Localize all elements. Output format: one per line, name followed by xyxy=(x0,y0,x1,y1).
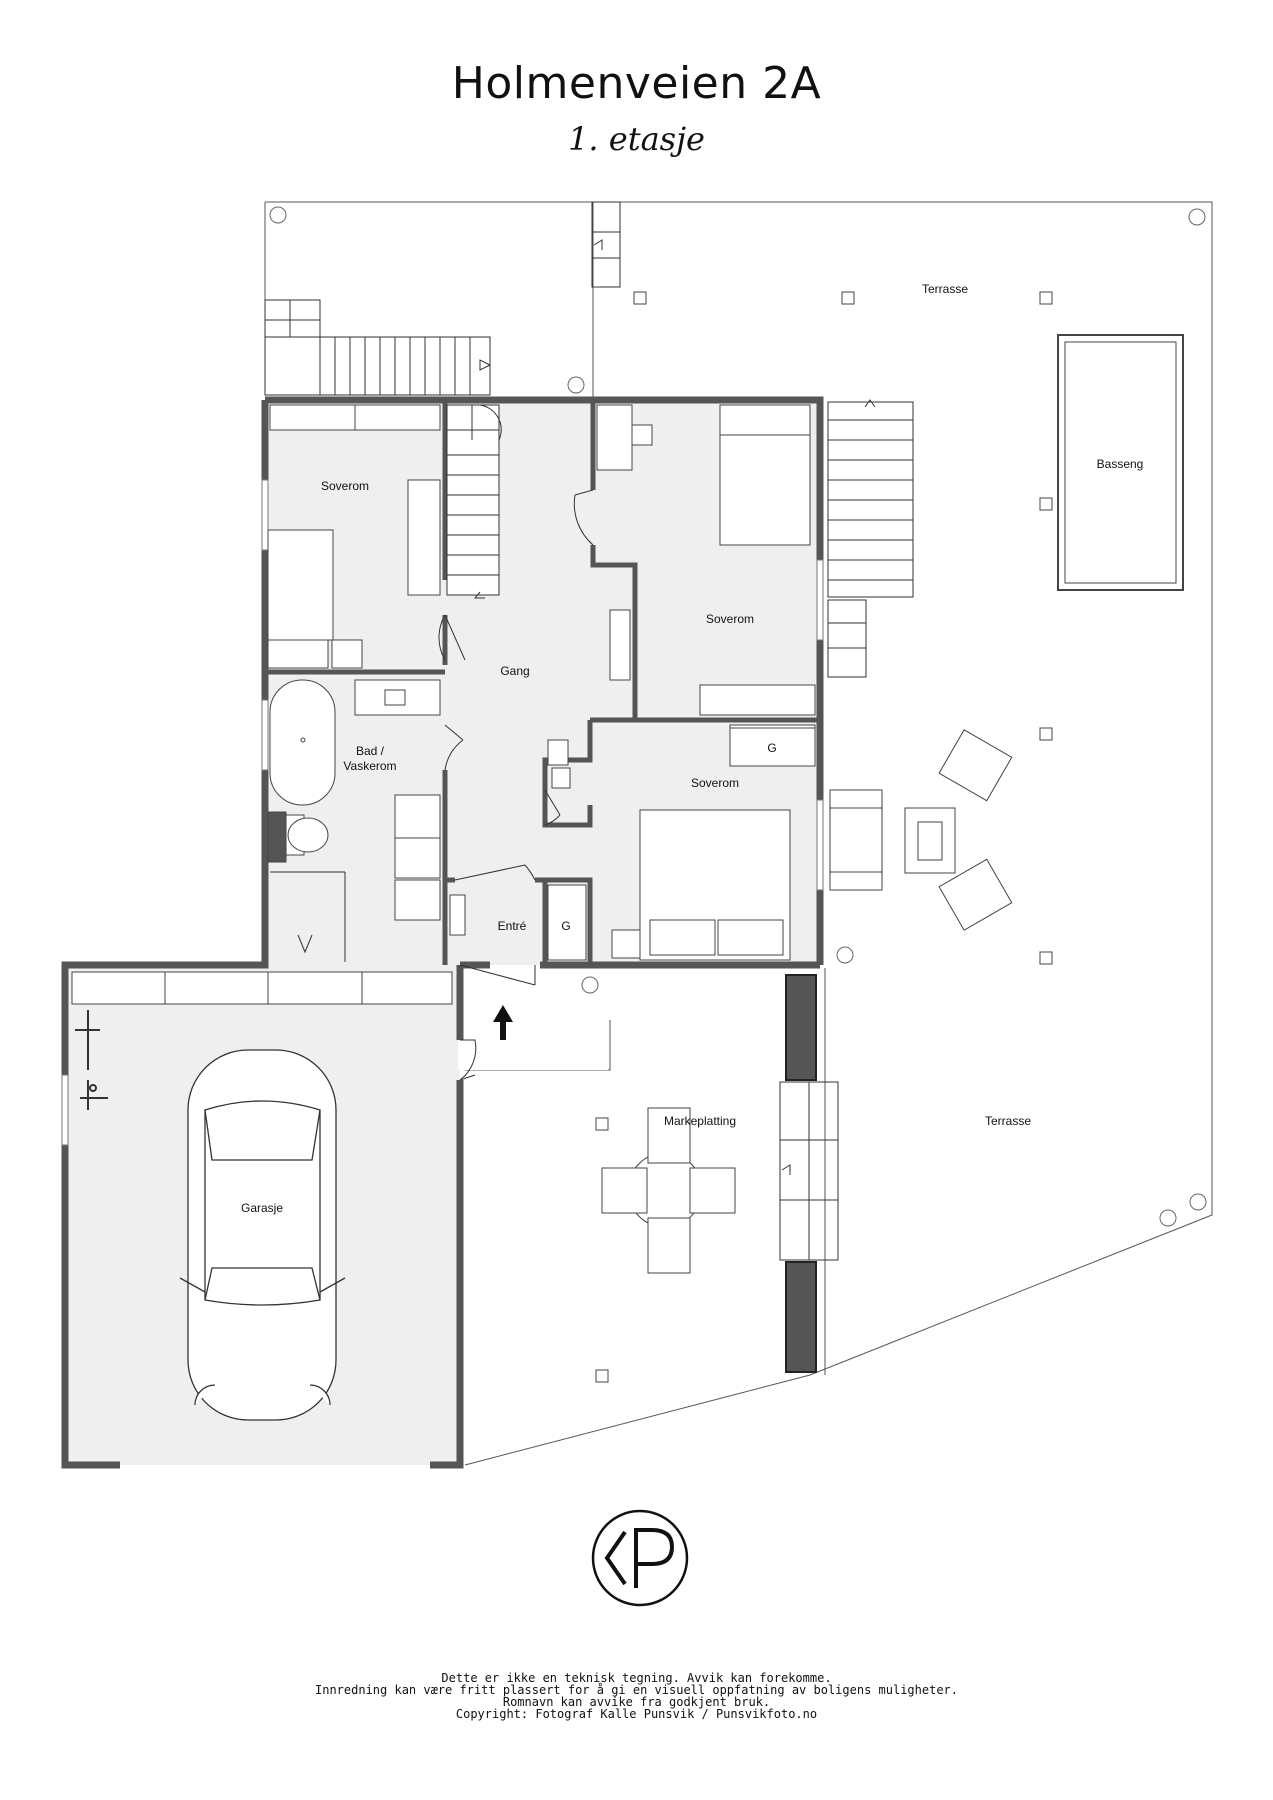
room-label-garderobe-entre: G xyxy=(561,919,570,933)
hedge-icon xyxy=(785,974,817,1373)
room-label-basseng: Basseng xyxy=(1097,457,1144,471)
page-title: Holmenveien 2A xyxy=(451,58,822,109)
room-label-soverom-e: Soverom xyxy=(691,776,739,790)
room-label-markeplatting: Markeplatting xyxy=(664,1114,736,1128)
entrance-arrow-icon xyxy=(493,1005,513,1040)
stairs xyxy=(264,201,914,1261)
room-label-terrasse-n: Terrasse xyxy=(922,282,968,296)
floor-subtitle: 1. etasje xyxy=(568,120,705,158)
car-icon xyxy=(179,1049,346,1421)
room-label-gang: Gang xyxy=(500,664,529,678)
room-label-terrasse-s: Terrasse xyxy=(985,1114,1031,1128)
room-label-entre: Entré xyxy=(498,919,527,933)
disclaimer-line-3: Romnavn kan avvike fra godkjent bruk. xyxy=(502,1695,771,1709)
logo xyxy=(591,1509,689,1607)
disclaimer-line-4: Copyright: Fotograf Kalle Punsvik / Puns… xyxy=(455,1707,818,1721)
exterior-walls xyxy=(61,396,824,1469)
disclaimer-line-1: Dette er ikke en teknisk tegning. Avvik … xyxy=(441,1671,832,1685)
plant-icons xyxy=(269,206,1207,1227)
room-label-bad-2: Vaskerom xyxy=(343,759,396,773)
furniture xyxy=(71,291,1184,1383)
room-label-soverom-nw: Soverom xyxy=(321,479,369,493)
doors xyxy=(438,489,594,1081)
room-label-bad-1: Bad / xyxy=(356,744,385,758)
room-label-garasje: Garasje xyxy=(241,1201,283,1215)
floor-drain-icon xyxy=(270,871,346,962)
windows xyxy=(61,479,824,1146)
room-label-garderobe-soverom: G xyxy=(767,741,776,755)
stair-arrows xyxy=(473,239,876,1175)
disclaimer: Dette er ikke en teknisk tegning. Avvik … xyxy=(0,1672,1273,1720)
tools-icon xyxy=(75,1010,108,1110)
room-label-soverom-ne: Soverom xyxy=(706,612,754,626)
disclaimer-line-2: Innredning kan være fritt plassert for å… xyxy=(315,1683,958,1697)
